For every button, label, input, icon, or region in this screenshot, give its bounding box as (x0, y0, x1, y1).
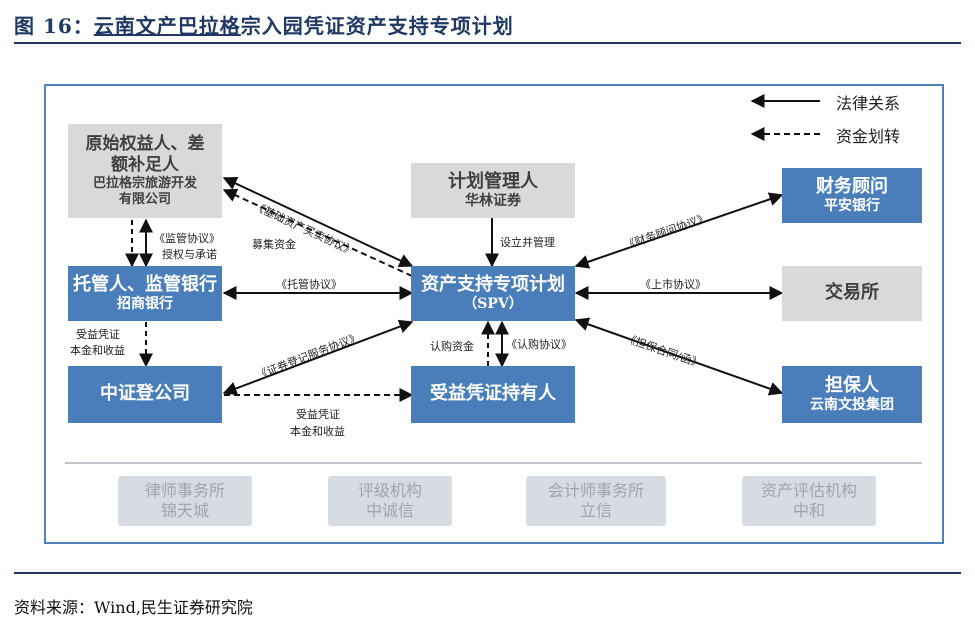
node-guarantor: 担保人 云南文投集团 (782, 366, 922, 423)
node-exchange: 交易所 (782, 266, 922, 321)
node-appraisal-line2: 中和 (792, 501, 825, 520)
node-financial-advisor: 财务顾问 平安银行 (782, 168, 922, 223)
node-holders-line1: 受益凭证持有人 (430, 383, 556, 405)
node-plan-manager: 计划管理人 华林证券 (411, 163, 575, 218)
label-supervision-line2: 授权与承诺 (162, 248, 217, 261)
node-appraisal: 资产评估机构 中和 (742, 476, 876, 526)
label-listing: 《上市协议》 (640, 278, 706, 291)
edge-asset-sale (222, 177, 414, 267)
source-note: 资料来源：Wind,民生证券研究院 (14, 598, 253, 617)
node-law-firm-line2: 锦天城 (160, 501, 209, 520)
node-guarantor-line1: 担保人 (825, 374, 879, 396)
node-plan-manager-line2: 华林证券 (465, 193, 521, 209)
label-cert-income-left-line1: 受益凭证 (76, 328, 120, 341)
node-accounting-line2: 立信 (579, 501, 612, 520)
node-rating-line2: 中诚信 (365, 501, 414, 520)
edge-registration (222, 319, 414, 396)
figure-title-underlined: 云南文产巴拉格 (93, 14, 241, 38)
node-law-firm-line1: 律师事务所 (144, 481, 225, 500)
legend-legal-relation: 法律关系 (836, 94, 901, 113)
label-cert-income-bottom-line1: 受益凭证 (296, 408, 340, 421)
node-law-firm: 律师事务所 锦天城 (118, 476, 252, 526)
edge-raise-funds (222, 188, 413, 277)
edge-guarantee (574, 317, 784, 396)
node-originator-line4: 有限公司 (118, 192, 171, 208)
node-custodian-line1: 托管人、监管银行 (73, 273, 217, 295)
node-plan-manager-line1: 计划管理人 (448, 170, 538, 192)
label-raise-funds: 募集资金 (252, 238, 296, 251)
label-custody: 《托管协议》 (276, 278, 342, 291)
legend-fund-transfer: 资金划转 (836, 127, 901, 146)
edge-fin-advisor (574, 192, 784, 269)
node-spv: 资产支持专项计划 （SPV） (411, 266, 575, 321)
node-custodian: 托管人、监管银行 招商银行 (68, 266, 222, 321)
figure-title-rest: 宗入园凭证资产支持专项计划 (240, 14, 514, 38)
node-spv-line1: 资产支持专项计划 (421, 273, 565, 295)
node-appraisal-line1: 资产评估机构 (760, 481, 857, 500)
node-rating: 评级机构 中诚信 (328, 476, 452, 526)
node-holders: 受益凭证持有人 (411, 366, 575, 423)
label-supervision-line1: 《监管协议》 (154, 232, 220, 245)
node-originator-line3: 巴拉格宗旅游开发 (92, 176, 197, 191)
label-cert-income-bottom-line2: 本金和收益 (290, 425, 345, 438)
node-spv-line2: （SPV） (463, 296, 523, 312)
node-accounting: 会计师事务所 立信 (526, 476, 666, 526)
node-exchange-line1: 交易所 (825, 282, 879, 304)
figure-title-prefix: 图 16： (14, 14, 94, 38)
title-rule (14, 42, 961, 44)
label-establish-manage: 设立并管理 (500, 236, 555, 249)
node-financial-advisor-line2: 平安银行 (824, 198, 880, 214)
bottom-rule (14, 572, 961, 574)
node-rating-line1: 评级机构 (357, 481, 422, 500)
node-guarantor-line2: 云南文投集团 (810, 397, 894, 413)
node-accounting-line1: 会计师事务所 (547, 481, 644, 500)
label-subscription: 《认购协议》 (506, 338, 572, 351)
node-originator-line2: 额补足人 (111, 154, 179, 175)
label-cert-income-left-line2: 本金和收益 (70, 344, 125, 357)
node-originator-line1: 原始权益人、差 (85, 133, 205, 154)
node-financial-advisor-line1: 财务顾问 (816, 175, 888, 197)
node-custodian-line2: 招商银行 (117, 296, 173, 312)
figure-title: 图 16：云南文产巴拉格宗入园凭证资产支持专项计划 (14, 10, 514, 39)
node-csdc: 中证登公司 (68, 366, 222, 423)
label-subscribe-funds: 认购资金 (430, 340, 474, 353)
node-csdc-line1: 中证登公司 (100, 383, 190, 405)
node-originator: 原始权益人、差 额补足人 巴拉格宗旅游开发 有限公司 (68, 124, 222, 218)
diagram-frame (44, 84, 944, 544)
